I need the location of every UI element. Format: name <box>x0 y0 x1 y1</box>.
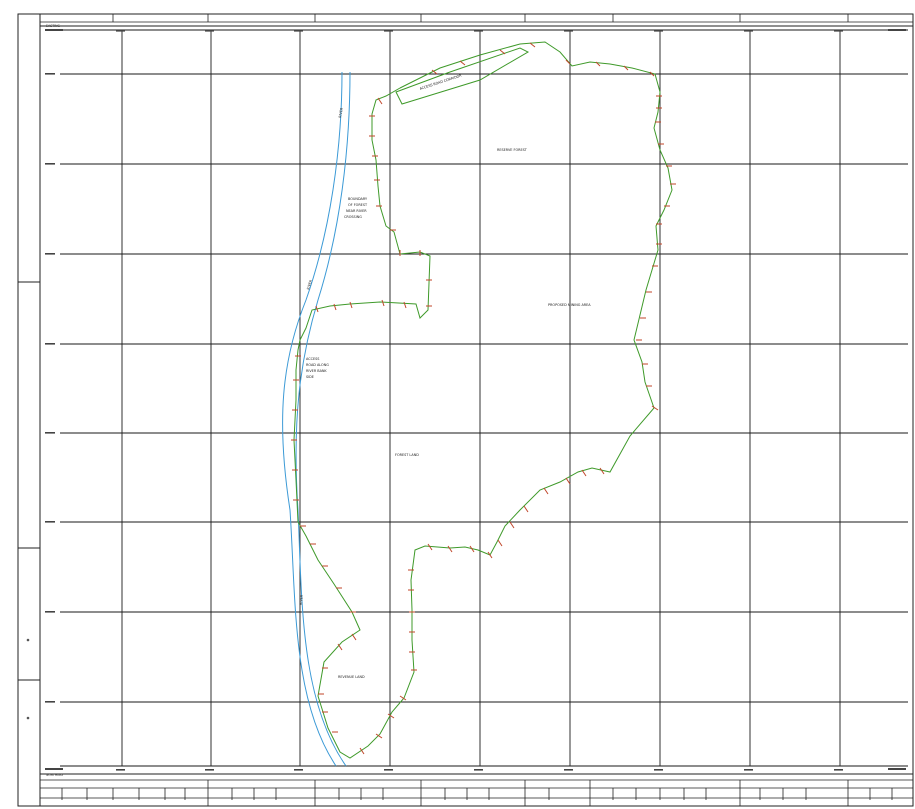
zone-label-central: FOREST LAND <box>395 453 419 457</box>
svg-text:OF FOREST: OF FOREST <box>348 203 368 207</box>
grid-tick-marks <box>45 29 906 771</box>
bottom-scale-bar <box>40 779 913 806</box>
map-frame <box>39 25 914 775</box>
zone-label-east: PROPOSED MINING AREA <box>548 303 591 307</box>
coordinate-grid <box>60 29 908 767</box>
note-river-mid: ACCESS ROAD ALONG RIVER BANK SIDE <box>306 357 329 379</box>
river-bank-west <box>282 71 343 767</box>
svg-text:ACCESS: ACCESS <box>306 357 319 361</box>
river <box>282 71 351 767</box>
access-strip <box>395 47 530 105</box>
svg-text:RIVER BANK: RIVER BANK <box>306 369 327 373</box>
note-river-upper: BOUNDARY OF FOREST NEAR RIVER CROSSING <box>344 197 368 219</box>
zone-label-south: REVENUE LAND <box>338 675 365 679</box>
top-scale-ticks <box>40 14 913 23</box>
sheet-frame <box>17 13 914 807</box>
corner-label-easting: EASTING <box>46 24 60 28</box>
corner-label-northing: NORTHING <box>46 773 64 777</box>
river-label: RIVER <box>338 107 344 118</box>
left-margin-markers <box>26 638 30 720</box>
svg-text:SIDE: SIDE <box>306 375 314 379</box>
river-label-mid: RIVER <box>306 279 313 291</box>
svg-text:ROAD ALONG: ROAD ALONG <box>306 363 329 367</box>
river-bank-east <box>295 71 351 767</box>
forest-boundary <box>293 41 673 759</box>
svg-text:BOUNDARY: BOUNDARY <box>348 197 368 201</box>
river-label-south: RIVER <box>299 594 304 605</box>
svg-text:CROSSING: CROSSING <box>344 215 362 219</box>
access-strip-label: ACCESS ROAD CORRIDOR <box>419 73 463 91</box>
zone-label-north: RESERVE FOREST <box>497 148 528 152</box>
chainage-markers <box>291 42 676 755</box>
svg-text:NEAR RIVER: NEAR RIVER <box>346 209 367 213</box>
